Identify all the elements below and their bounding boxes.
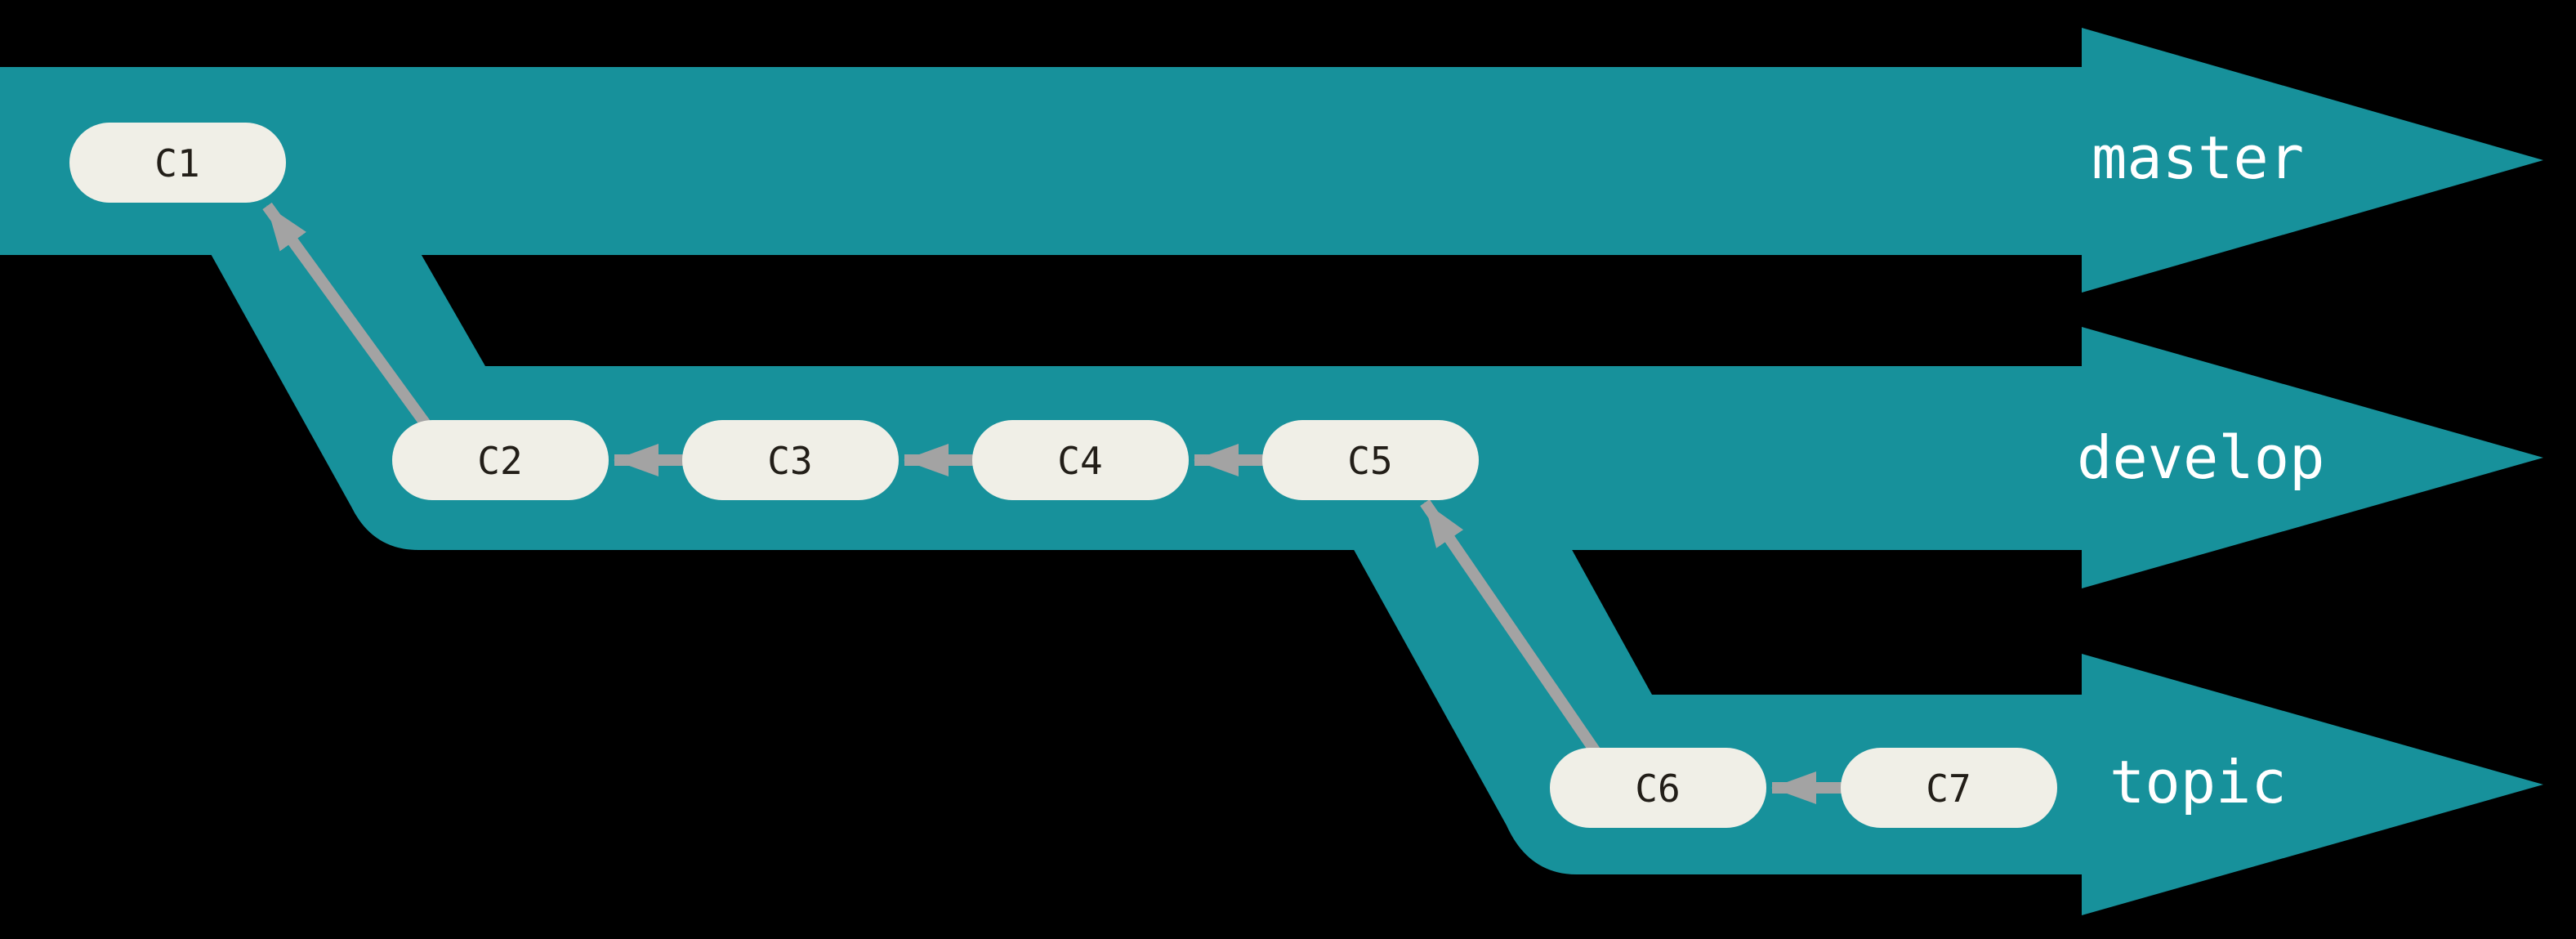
commit-node-c4: C4 bbox=[972, 420, 1189, 500]
commit-label: C5 bbox=[1347, 439, 1392, 483]
commit-node-c2: C2 bbox=[392, 420, 609, 500]
branch-band-master bbox=[0, 28, 2543, 293]
branch-label-topic: topic bbox=[2109, 748, 2287, 816]
commit-node-c5: C5 bbox=[1262, 420, 1479, 500]
commit-node-c7: C7 bbox=[1841, 748, 2057, 828]
commit-node-c3: C3 bbox=[682, 420, 899, 500]
commit-label: C6 bbox=[1635, 767, 1680, 811]
commit-pill bbox=[1550, 748, 1766, 828]
branch-band-topic bbox=[1348, 539, 2543, 915]
commit-node-c6: C6 bbox=[1550, 748, 1766, 828]
commit-pill bbox=[69, 123, 286, 203]
commit-label: C1 bbox=[154, 141, 199, 186]
commit-pill bbox=[392, 420, 609, 500]
commit-pill bbox=[972, 420, 1189, 500]
commit-label: C3 bbox=[767, 439, 812, 483]
commit-node-c1: C1 bbox=[69, 123, 286, 203]
commit-pill bbox=[1262, 420, 1479, 500]
branch-label-master: master bbox=[2092, 123, 2304, 192]
commit-label: C4 bbox=[1057, 439, 1102, 483]
branch-band-develop bbox=[206, 245, 2543, 588]
parent-arrow-c6-c5 bbox=[1420, 499, 1606, 763]
parent-arrow-c2-c1 bbox=[262, 202, 446, 449]
commit-label: C7 bbox=[1926, 767, 1971, 811]
commit-pill bbox=[1841, 748, 2057, 828]
branch-label-develop: develop bbox=[2077, 423, 2324, 492]
commit-label: C2 bbox=[477, 439, 522, 483]
commit-pill bbox=[682, 420, 899, 500]
